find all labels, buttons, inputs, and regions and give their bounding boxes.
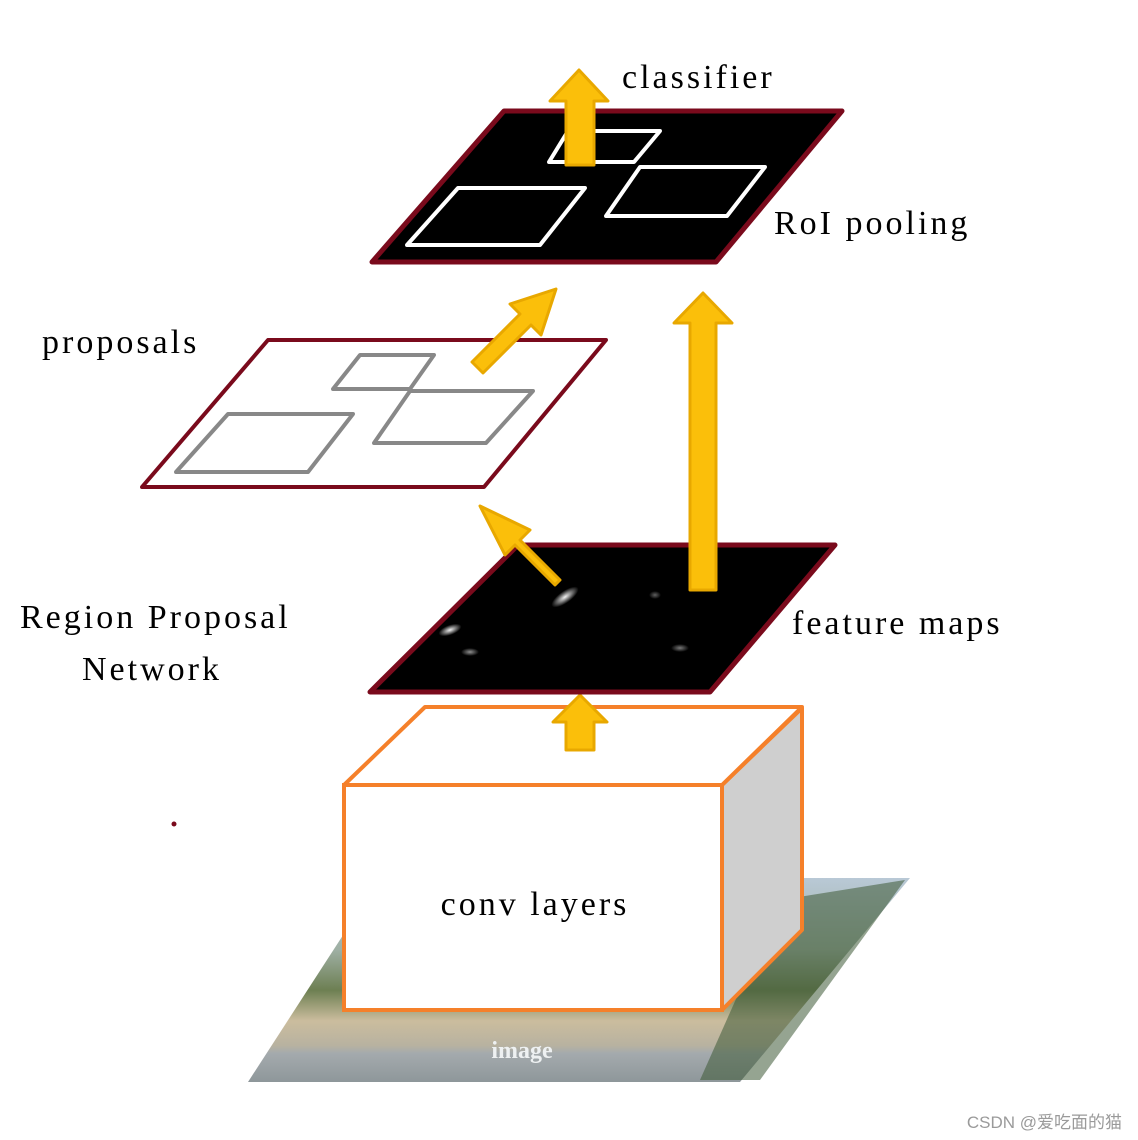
proposals-label: proposals — [42, 324, 199, 361]
rpn-label-line1: Region Proposal — [20, 599, 291, 636]
activation-blob — [551, 586, 579, 608]
feature-maps-label: feature maps — [792, 605, 1003, 642]
arrow-up-long-icon — [672, 291, 734, 592]
arrow-up-left-icon — [478, 504, 562, 587]
conv-layers-label: conv layers — [441, 886, 630, 923]
activation-blob — [461, 648, 479, 656]
feature-maps-plane — [367, 542, 838, 695]
proposal-box — [174, 412, 355, 474]
roi-box — [547, 129, 662, 164]
image-trees — [700, 880, 905, 1080]
proposal-box — [372, 389, 535, 445]
activation-blob — [671, 644, 689, 652]
proposals-plane — [140, 338, 608, 489]
conv-front-face — [342, 783, 724, 1012]
roi-box — [405, 186, 587, 247]
activation-blob — [438, 623, 462, 637]
watermark: CSDN @爱吃面的猫 — [967, 1113, 1122, 1132]
roi-pooling-plane — [369, 108, 845, 265]
arrow-up-right-icon — [470, 287, 558, 375]
image-label: image — [491, 1038, 553, 1064]
roi-pooling-label: RoI pooling — [774, 205, 970, 242]
stray-dot — [171, 821, 177, 827]
activation-blob — [649, 591, 661, 599]
arrow-up-icon — [551, 693, 609, 752]
rpn-label-line2: Network — [82, 651, 222, 688]
classifier-label: classifier — [622, 59, 775, 96]
conv-layers-block: conv layers — [342, 705, 804, 1012]
arrow-up-classifier-icon — [548, 68, 610, 167]
roi-box — [604, 165, 767, 218]
